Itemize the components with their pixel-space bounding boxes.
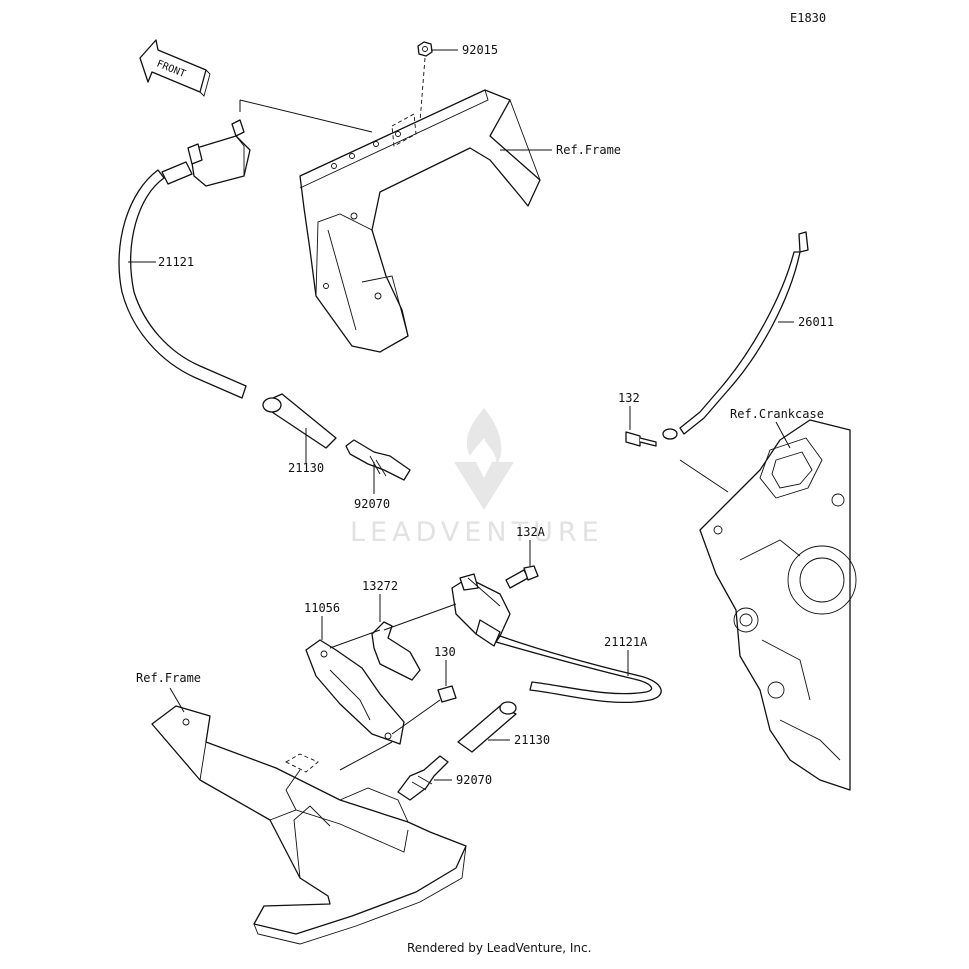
ground-cable-26011: [662, 231, 809, 440]
callout-132: 132: [618, 391, 640, 405]
ignition-coil-bottom: [451, 573, 511, 647]
spark-plug-bottom: [397, 755, 449, 801]
bracket-13272: [371, 621, 421, 681]
plug-cap-bottom: [457, 701, 517, 753]
callout-132A: 132A: [516, 525, 546, 539]
bolt-132A: [505, 565, 539, 589]
callout-13272: 13272: [362, 579, 398, 593]
ht-cable-21121A: [495, 635, 662, 704]
watermark-text: LEADVENTURE: [350, 517, 604, 548]
crankcase: [699, 419, 857, 791]
bracket-11056: [305, 639, 405, 745]
bolt-132: [625, 431, 657, 447]
callout-ref-crankcase: Ref.Crankcase: [730, 407, 824, 421]
footer-credit: Rendered by LeadVenture, Inc.: [407, 941, 591, 955]
callout-26011: 26011: [798, 315, 834, 329]
callout-21130-top: 21130: [288, 461, 324, 475]
callout-21121: 21121: [158, 255, 194, 269]
callout-21130-bottom: 21130: [514, 733, 550, 747]
frame-lower: [151, 705, 467, 945]
bolt-130: [437, 685, 457, 703]
spark-plug-top: [345, 439, 411, 481]
callout-21121A: 21121A: [604, 635, 648, 649]
front-arrow-icon: FRONT: [139, 39, 211, 97]
callout-ref-frame-bottom: Ref.Frame: [136, 671, 201, 685]
callout-130: 130: [434, 645, 456, 659]
nut-92015: [417, 41, 433, 57]
ht-cable-21121: [118, 169, 247, 399]
callout-ref-frame-top: Ref.Frame: [556, 143, 621, 157]
callout-92070-top: 92070: [354, 497, 390, 511]
frame-upper: [299, 89, 541, 353]
callout-92015: 92015: [462, 43, 498, 57]
callout-92070-bottom: 92070: [456, 773, 492, 787]
diagram-code: E1830: [790, 11, 826, 25]
watermark-logo: [454, 408, 514, 510]
callout-11056: 11056: [304, 601, 340, 615]
plug-cap-top: [262, 393, 337, 449]
ignition-coil-top: [161, 119, 251, 187]
